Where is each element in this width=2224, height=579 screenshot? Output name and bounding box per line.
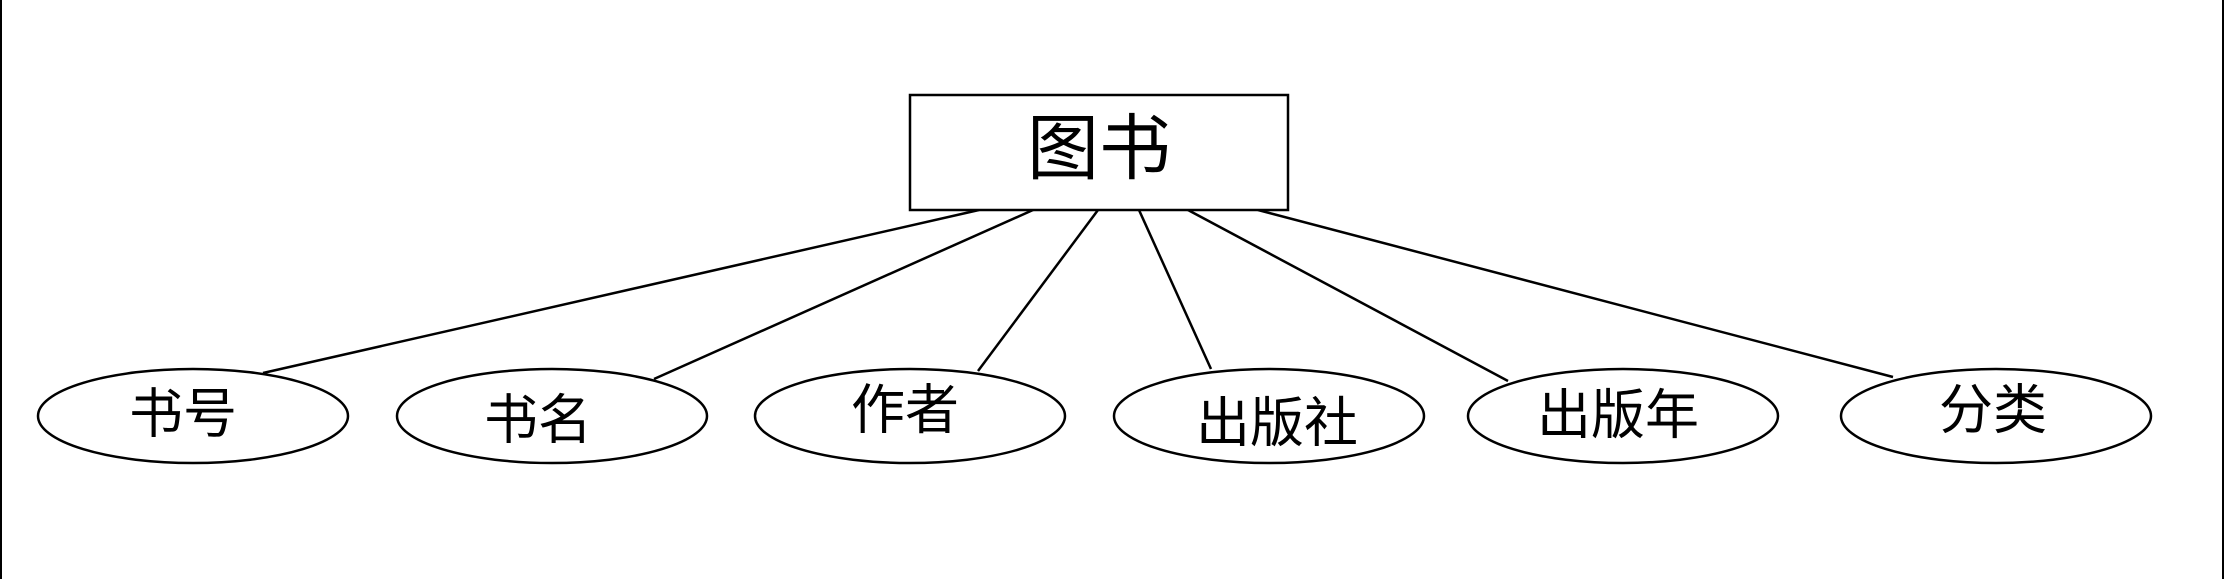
attribute-book-id[interactable]: 书号: [36, 367, 350, 465]
attribute-ellipse: [36, 367, 350, 465]
attribute-label: 出版年: [1537, 384, 1699, 447]
entity-book[interactable]: 图书: [908, 93, 1290, 212]
connector-line: [1257, 208, 1894, 379]
attribute-label: 分类: [1939, 379, 2047, 442]
attribute-category[interactable]: 分类: [1839, 367, 2153, 465]
connector-line: [1137, 209, 1213, 370]
attribute-book-title[interactable]: 书名: [395, 367, 709, 465]
entity-box: [908, 93, 1290, 212]
attribute-author[interactable]: 作者: [753, 367, 1067, 465]
attribute-publish-year[interactable]: 出版年: [1466, 367, 1780, 465]
attribute-label: 书号: [129, 383, 237, 446]
attribute-label: 出版社: [1196, 392, 1358, 455]
attribute-ellipse: [1839, 367, 2153, 465]
connectors: [262, 208, 1894, 383]
attribute-publisher[interactable]: 出版社: [1112, 367, 1426, 465]
attribute-label: 作者: [851, 379, 959, 442]
attribute-ellipse: [395, 367, 709, 465]
connector-line: [976, 209, 1100, 372]
connector-line: [262, 208, 980, 375]
connector-line: [1187, 208, 1509, 383]
attribute-ellipse: [1112, 367, 1426, 465]
connector-line: [653, 208, 1034, 381]
attribute-ellipse: [1466, 367, 1780, 465]
attribute-label: 书名: [484, 389, 592, 452]
entity-label: 图书: [1027, 107, 1171, 191]
attribute-ellipse: [753, 367, 1067, 465]
